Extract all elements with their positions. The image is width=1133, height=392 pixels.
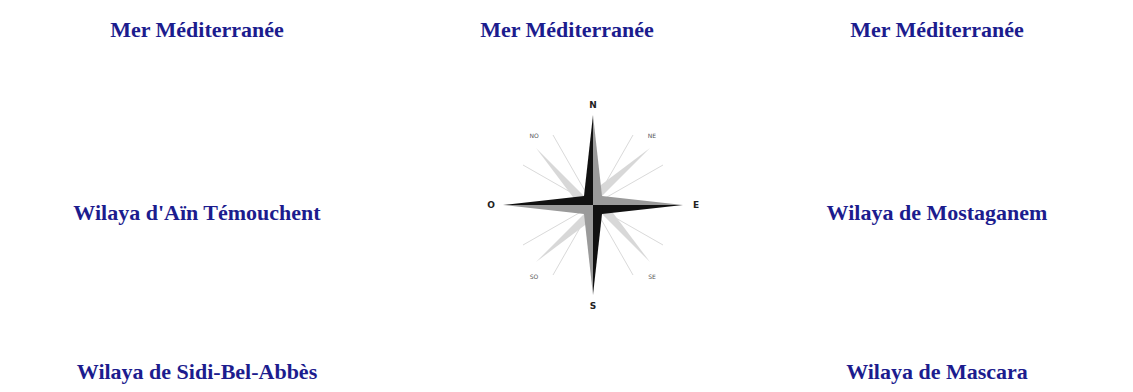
compass-letter: SE (648, 273, 656, 280)
region-label: Wilaya de Mascara (846, 359, 1028, 385)
sea-label: Mer Méditerranée (480, 17, 654, 43)
compass-letter: SO (530, 273, 539, 280)
sea-label: Mer Méditerranée (850, 17, 1024, 43)
compass-letter: N (589, 100, 597, 110)
compass-letter: S (590, 301, 596, 311)
region-label: Wilaya de Sidi-Bel-Abbès (77, 359, 317, 385)
compass-letter: E (693, 200, 699, 210)
compass-letter: NE (648, 132, 656, 139)
region-label: Wilaya d'Aïn Témouchent (73, 200, 320, 226)
compass-letter: O (487, 200, 495, 210)
region-label: Wilaya de Mostaganem (827, 200, 1048, 226)
sea-label: Mer Méditerranée (110, 17, 284, 43)
cardinal-points (503, 115, 683, 295)
compass-letter: NO (529, 132, 538, 139)
